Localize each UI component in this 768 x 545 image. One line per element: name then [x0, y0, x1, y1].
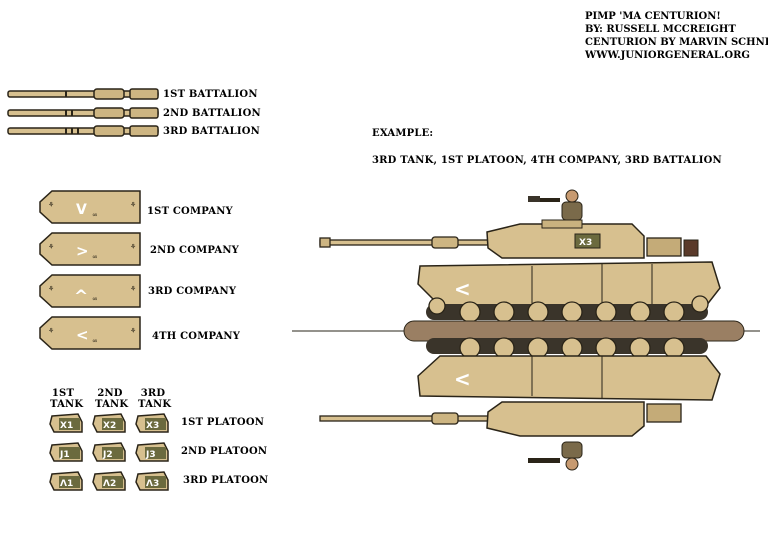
- tank-header-2-word: TANK: [95, 399, 129, 410]
- marker-x2: X2: [103, 421, 116, 431]
- tank-header-3: 3RD TANK: [138, 388, 172, 410]
- tank-header-1: 1ST TANK: [50, 388, 84, 410]
- example-tank-illustration: X3 < <: [292, 189, 760, 471]
- example-caption: 3RD TANK, 1ST PLATOON, 4TH COMPANY, 3RD …: [372, 155, 722, 166]
- battalion-label-3: 3RD BATTALION: [163, 126, 260, 137]
- hull-chevron-mirrored: <: [454, 367, 471, 391]
- credits-website: WWW.JUNIORGENERAL.ORG: [585, 50, 750, 61]
- tank-side-view: X3 <: [319, 189, 721, 323]
- plate-3rd-company: ^: [39, 274, 141, 308]
- tank-header-1-word: TANK: [50, 399, 84, 410]
- battalion-barrels: [7, 88, 159, 137]
- example-title: EXAMPLE:: [372, 128, 434, 139]
- platoon-label-3: 3RD PLATOON: [183, 475, 269, 486]
- credits-author: BY: RUSSELL MCCREIGHT: [585, 24, 736, 35]
- battalion-label-1: 1ST BATTALION: [163, 89, 258, 100]
- battalion-label-2: 2ND BATTALION: [163, 108, 261, 119]
- chevron-4th-company: <: [76, 326, 89, 344]
- plate-2nd-company: >: [39, 232, 141, 266]
- platoon-label-2: 2ND PLATOON: [181, 446, 268, 457]
- tank-header-2: 2ND TANK: [95, 388, 129, 410]
- company-label-1: 1ST COMPANY: [147, 206, 233, 217]
- company-plates: ⚘ ⚘ ∞ V > ^ <: [39, 190, 141, 350]
- marker-j1: J1: [59, 450, 70, 460]
- credits-block: PIMP 'MA CENTURION! BY: RUSSELL MCCREIGH…: [585, 10, 768, 62]
- barrel-1st-battalion: [7, 88, 159, 100]
- barrel-2nd-battalion: [7, 107, 159, 119]
- barrel-3rd-battalion: [7, 125, 159, 137]
- tank-mirrored-view: <: [319, 337, 721, 471]
- credits-original: CENTURION BY MARVIN SCHNECK: [585, 37, 768, 48]
- chevron-1st-company: V: [76, 202, 87, 218]
- marker-j2: J2: [102, 450, 113, 460]
- company-label-2: 2ND COMPANY: [150, 245, 240, 256]
- tank-header-1-ord: 1ST: [51, 388, 75, 399]
- tank-header-3-ord: 3RD: [140, 388, 166, 399]
- hull-chevron-side: <: [454, 277, 471, 301]
- plate-4th-company: <: [39, 316, 141, 350]
- marker-x1: X1: [60, 421, 73, 431]
- plate-1st-company: V: [39, 190, 141, 224]
- marker-l2: Λ2: [103, 479, 116, 489]
- marker-x3: X3: [146, 421, 159, 431]
- marker-l1: Λ1: [60, 479, 73, 489]
- marker-l3: Λ3: [146, 479, 159, 489]
- chevron-2nd-company: >: [76, 242, 89, 260]
- chevron-3rd-company: ^: [74, 287, 88, 307]
- platoon-markers: X1 X2 X3 J1 J2 J3 Λ1 Λ2 Λ3: [49, 413, 169, 491]
- tank-header-3-word: TANK: [138, 399, 172, 410]
- platoon-label-1: 1ST PLATOON: [181, 417, 265, 428]
- credits-title: PIMP 'MA CENTURION!: [585, 11, 721, 22]
- marker-j3: J3: [145, 450, 156, 460]
- company-label-4: 4TH COMPANY: [152, 331, 241, 342]
- turret-marker-side: X3: [579, 238, 592, 248]
- company-label-3: 3RD COMPANY: [148, 286, 237, 297]
- tank-header-2-ord: 2ND: [97, 388, 123, 399]
